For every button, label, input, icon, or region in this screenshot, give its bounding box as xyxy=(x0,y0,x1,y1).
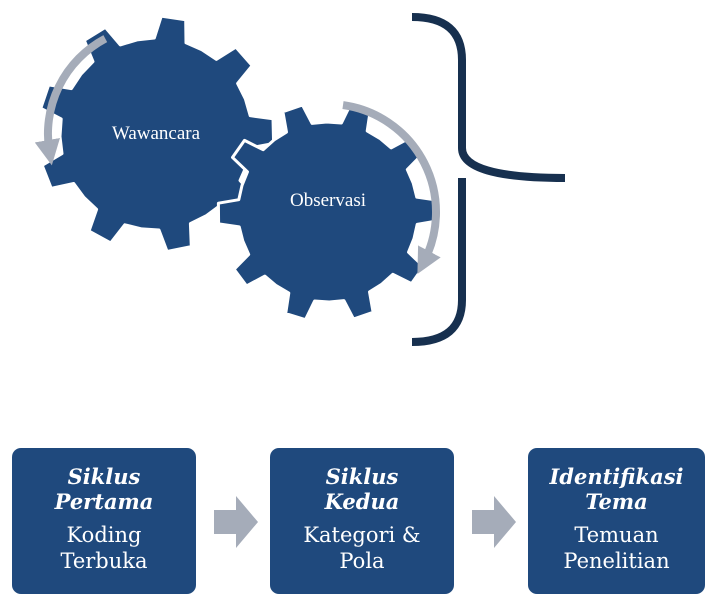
step-body: Kategori & Pola xyxy=(303,523,421,573)
gear-body xyxy=(216,102,440,322)
step-body: Koding Terbuka xyxy=(60,523,148,573)
gear-label-observasi: Observasi xyxy=(290,190,366,211)
step-body: Temuan Penelitian xyxy=(563,523,670,573)
right-arrow-icon xyxy=(214,496,258,548)
right-curly-brace xyxy=(411,13,566,346)
gear-observasi xyxy=(216,102,440,322)
right-arrow-icon xyxy=(472,496,516,548)
step-title: Siklus Kedua xyxy=(324,464,400,514)
step-box-siklus-pertama: Siklus Pertama Koding Terbuka xyxy=(12,448,196,594)
step-title: Identifikasi Tema xyxy=(549,464,684,514)
step-title: Siklus Pertama xyxy=(54,464,154,514)
step-box-siklus-kedua: Siklus Kedua Kategori & Pola xyxy=(270,448,454,594)
gear-label-wawancara: Wawancara xyxy=(111,123,201,144)
gear-body xyxy=(39,14,276,253)
cycle-arrow-left-icon xyxy=(34,35,108,166)
step-box-identifikasi-tema: Identifikasi Tema Temuan Penelitian xyxy=(528,448,705,594)
gear-wawancara xyxy=(39,14,276,253)
gears-diagram xyxy=(34,13,566,346)
cycle-arrow-right-icon xyxy=(342,101,441,275)
